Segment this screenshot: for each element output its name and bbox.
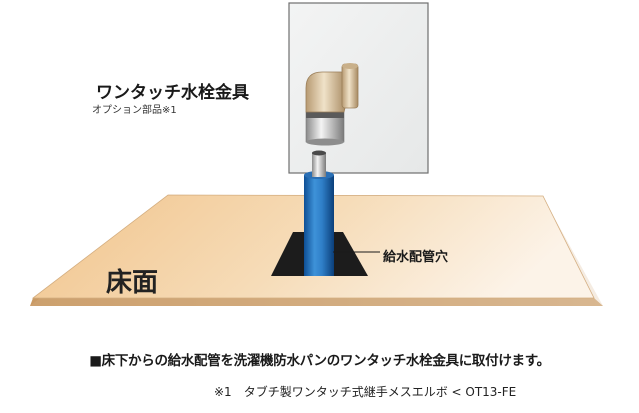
fitting-option-note: オプション部品※1 (92, 105, 177, 116)
water-supply-pipe (304, 150, 334, 276)
faucet-fitting (305, 63, 359, 146)
hole-label: 給水配管穴 (383, 250, 449, 265)
instruction-caption: ■床下からの給水配管を洗濯機防水パンのワンタッチ水栓金具に取付けます。 (89, 353, 550, 369)
floor-label: 床面 (106, 268, 159, 298)
fitting-name-label: ワンタッチ水栓金具 (96, 83, 249, 103)
footnote: ※1 タブチ製ワンタッチ式継手メスエルボ < OT13-FE (214, 385, 517, 399)
